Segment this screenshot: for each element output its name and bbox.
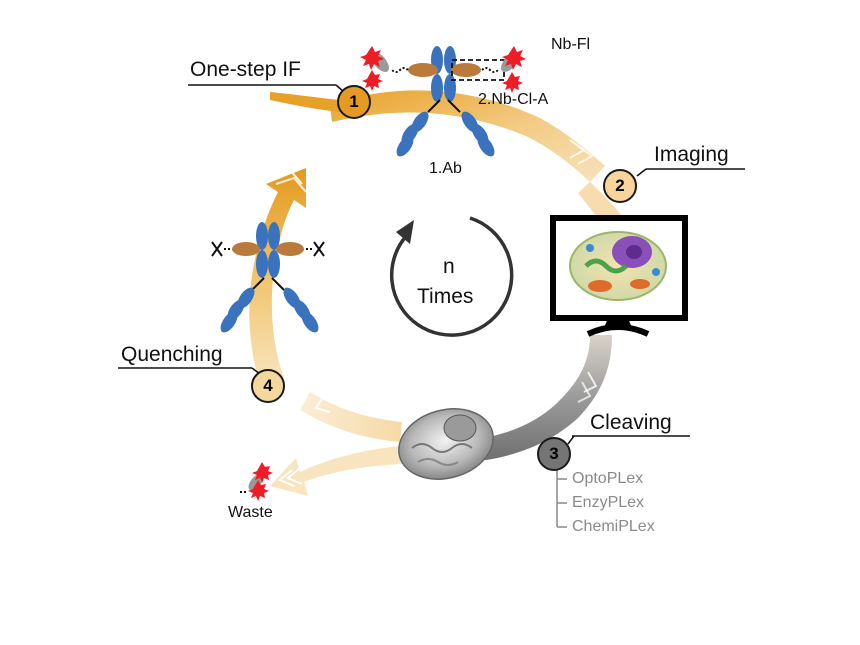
cleaving-bracket — [556, 466, 567, 528]
waste-arrow — [270, 446, 402, 496]
arc-left — [249, 168, 306, 390]
waste-fluorophore-icon — [240, 462, 273, 501]
step-3-title: Cleaving — [590, 411, 672, 434]
center-n: n — [443, 255, 455, 278]
nanobody-fluor-label: Nb-Fl — [551, 36, 591, 53]
step-1-badge: 1 — [337, 85, 371, 119]
monitor-icon — [550, 215, 688, 337]
antibody-complex-top — [360, 46, 526, 157]
center-times: Times — [417, 285, 474, 308]
step-2-title: Imaging — [654, 143, 729, 166]
step-4-title: Quenching — [121, 343, 223, 366]
cell-gray-icon — [398, 408, 494, 480]
step-3-badge: 3 — [537, 437, 571, 471]
arc-bottom — [300, 392, 402, 442]
step-4-badge: 4 — [251, 369, 285, 403]
cleaving-method-opto: OptoPLex — [572, 470, 644, 487]
nanobody-cleavable-label: 2.Nb-Cl-A — [478, 91, 549, 108]
waste-label: Waste — [228, 504, 273, 521]
cleaving-method-chemi: ChemiPLex — [572, 518, 655, 535]
antibody-complex-quenched — [211, 222, 325, 333]
step-1-title: One-step IF — [190, 58, 301, 81]
cleaving-method-enzy: EnzyPLex — [572, 494, 645, 511]
repeat-circle-arrow — [389, 216, 514, 337]
step-2-badge: 2 — [603, 169, 637, 203]
arc-top — [330, 90, 605, 182]
antibody-label: 1.Ab — [429, 160, 462, 177]
